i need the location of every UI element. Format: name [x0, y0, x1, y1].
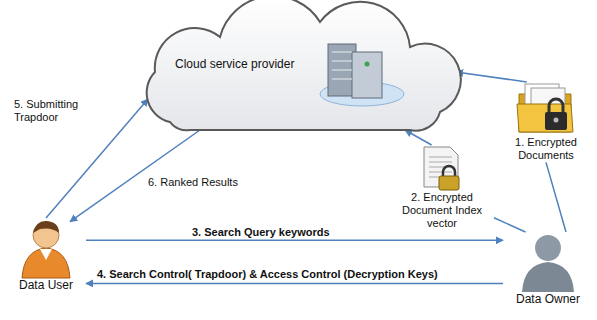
icon-part — [439, 176, 459, 190]
icon-part — [535, 235, 561, 261]
icon-part — [332, 70, 352, 71]
icon-part — [40, 249, 52, 260]
connector-arrow — [86, 283, 503, 285]
data-owner: Data Owner — [503, 232, 593, 306]
node-label: Data Owner — [503, 292, 593, 306]
node-label: 2. Encrypted Document Index vector — [390, 191, 494, 231]
data-user: Data User — [6, 218, 86, 292]
node-label: Data User — [6, 278, 86, 292]
icon-part — [443, 166, 455, 177]
icon-part — [517, 104, 573, 132]
node-label: 1. Encrypted Documents — [498, 136, 594, 162]
icon-part — [429, 157, 452, 158]
server-icon — [320, 44, 404, 106]
icon-part — [332, 61, 352, 62]
icon-part — [554, 118, 559, 123]
icon-part — [332, 52, 352, 53]
connector-arrow — [546, 162, 566, 232]
icon-part — [33, 221, 59, 233]
icon-part — [549, 99, 563, 112]
connector-arrow — [494, 218, 526, 232]
icon-part — [429, 172, 452, 173]
cloud-node: Cloud service provider — [130, 2, 470, 137]
edge-label: 4. Search Control( Trapdoor) & Access Co… — [95, 268, 440, 281]
icon-part — [545, 112, 567, 130]
folder-icon — [515, 82, 577, 136]
edge-label: 3. Search Query keywords — [190, 226, 332, 239]
icon-part — [365, 62, 370, 67]
index-document: 2. Encrypted Document Index vector — [390, 145, 494, 231]
node-label: Cloud service provider — [175, 57, 310, 71]
icon-part — [22, 248, 70, 278]
icon-part — [522, 262, 574, 292]
user-icon — [16, 218, 76, 278]
document-folder: 1. Encrypted Documents — [498, 82, 594, 162]
edge-label: 5. Submitting Trapdoor — [12, 98, 96, 124]
connector-arrow — [86, 240, 503, 242]
connector-arrow — [456, 72, 527, 82]
icon-part — [332, 79, 352, 80]
icon-part — [429, 162, 452, 163]
cloud-outline — [147, 0, 461, 131]
edge-label: 6. Ranked Results — [146, 176, 240, 189]
connector-arrow — [405, 130, 432, 145]
owner-icon — [518, 232, 578, 292]
doc-icon — [418, 145, 466, 191]
icon-part — [352, 52, 382, 98]
